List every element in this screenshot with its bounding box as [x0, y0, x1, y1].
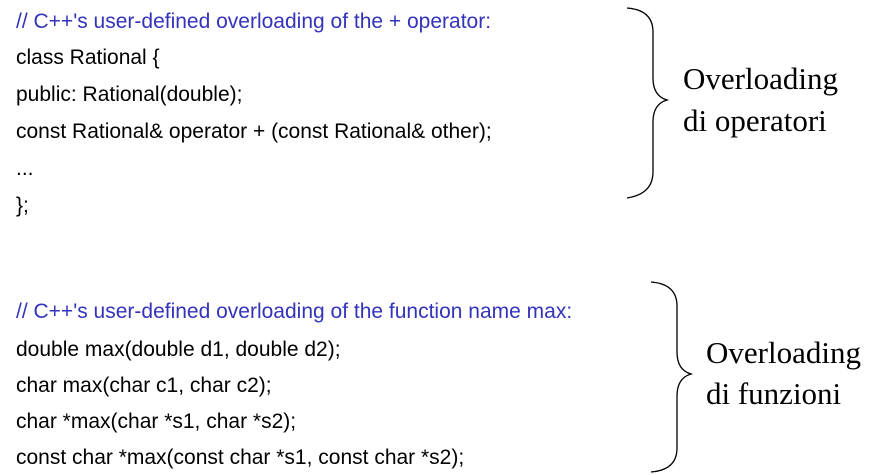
comment-function-overloading: // C++'s user-defined overloading of the… — [16, 300, 573, 323]
code-line-class-rational: class Rational { — [16, 46, 160, 69]
comment-operator-overloading: // C++'s user-defined overloading of the… — [16, 10, 492, 33]
code-line-max-char: char max(char c1, char c2); — [16, 374, 272, 397]
code-line-constructor: public: Rational(double); — [16, 83, 243, 106]
code-line-max-const-char-ptr: const char *max(const char *s1, const ch… — [16, 446, 465, 469]
code-line-operator-plus: const Rational& operator + (const Ration… — [16, 120, 492, 143]
code-line-max-char-ptr: char *max(char *s1, char *s2); — [16, 410, 297, 433]
label-overloading-operatori-line2: di operatori — [683, 103, 827, 138]
code-line-close-brace: }; — [16, 194, 29, 217]
label-overloading-funzioni-line1: Overloading — [706, 335, 861, 370]
label-overloading-operatori-line1: Overloading — [683, 61, 838, 96]
label-overloading-funzioni-line2: di funzioni — [706, 376, 842, 411]
code-line-ellipsis: ... — [16, 157, 34, 180]
code-line-max-double: double max(double d1, double d2); — [16, 338, 341, 361]
